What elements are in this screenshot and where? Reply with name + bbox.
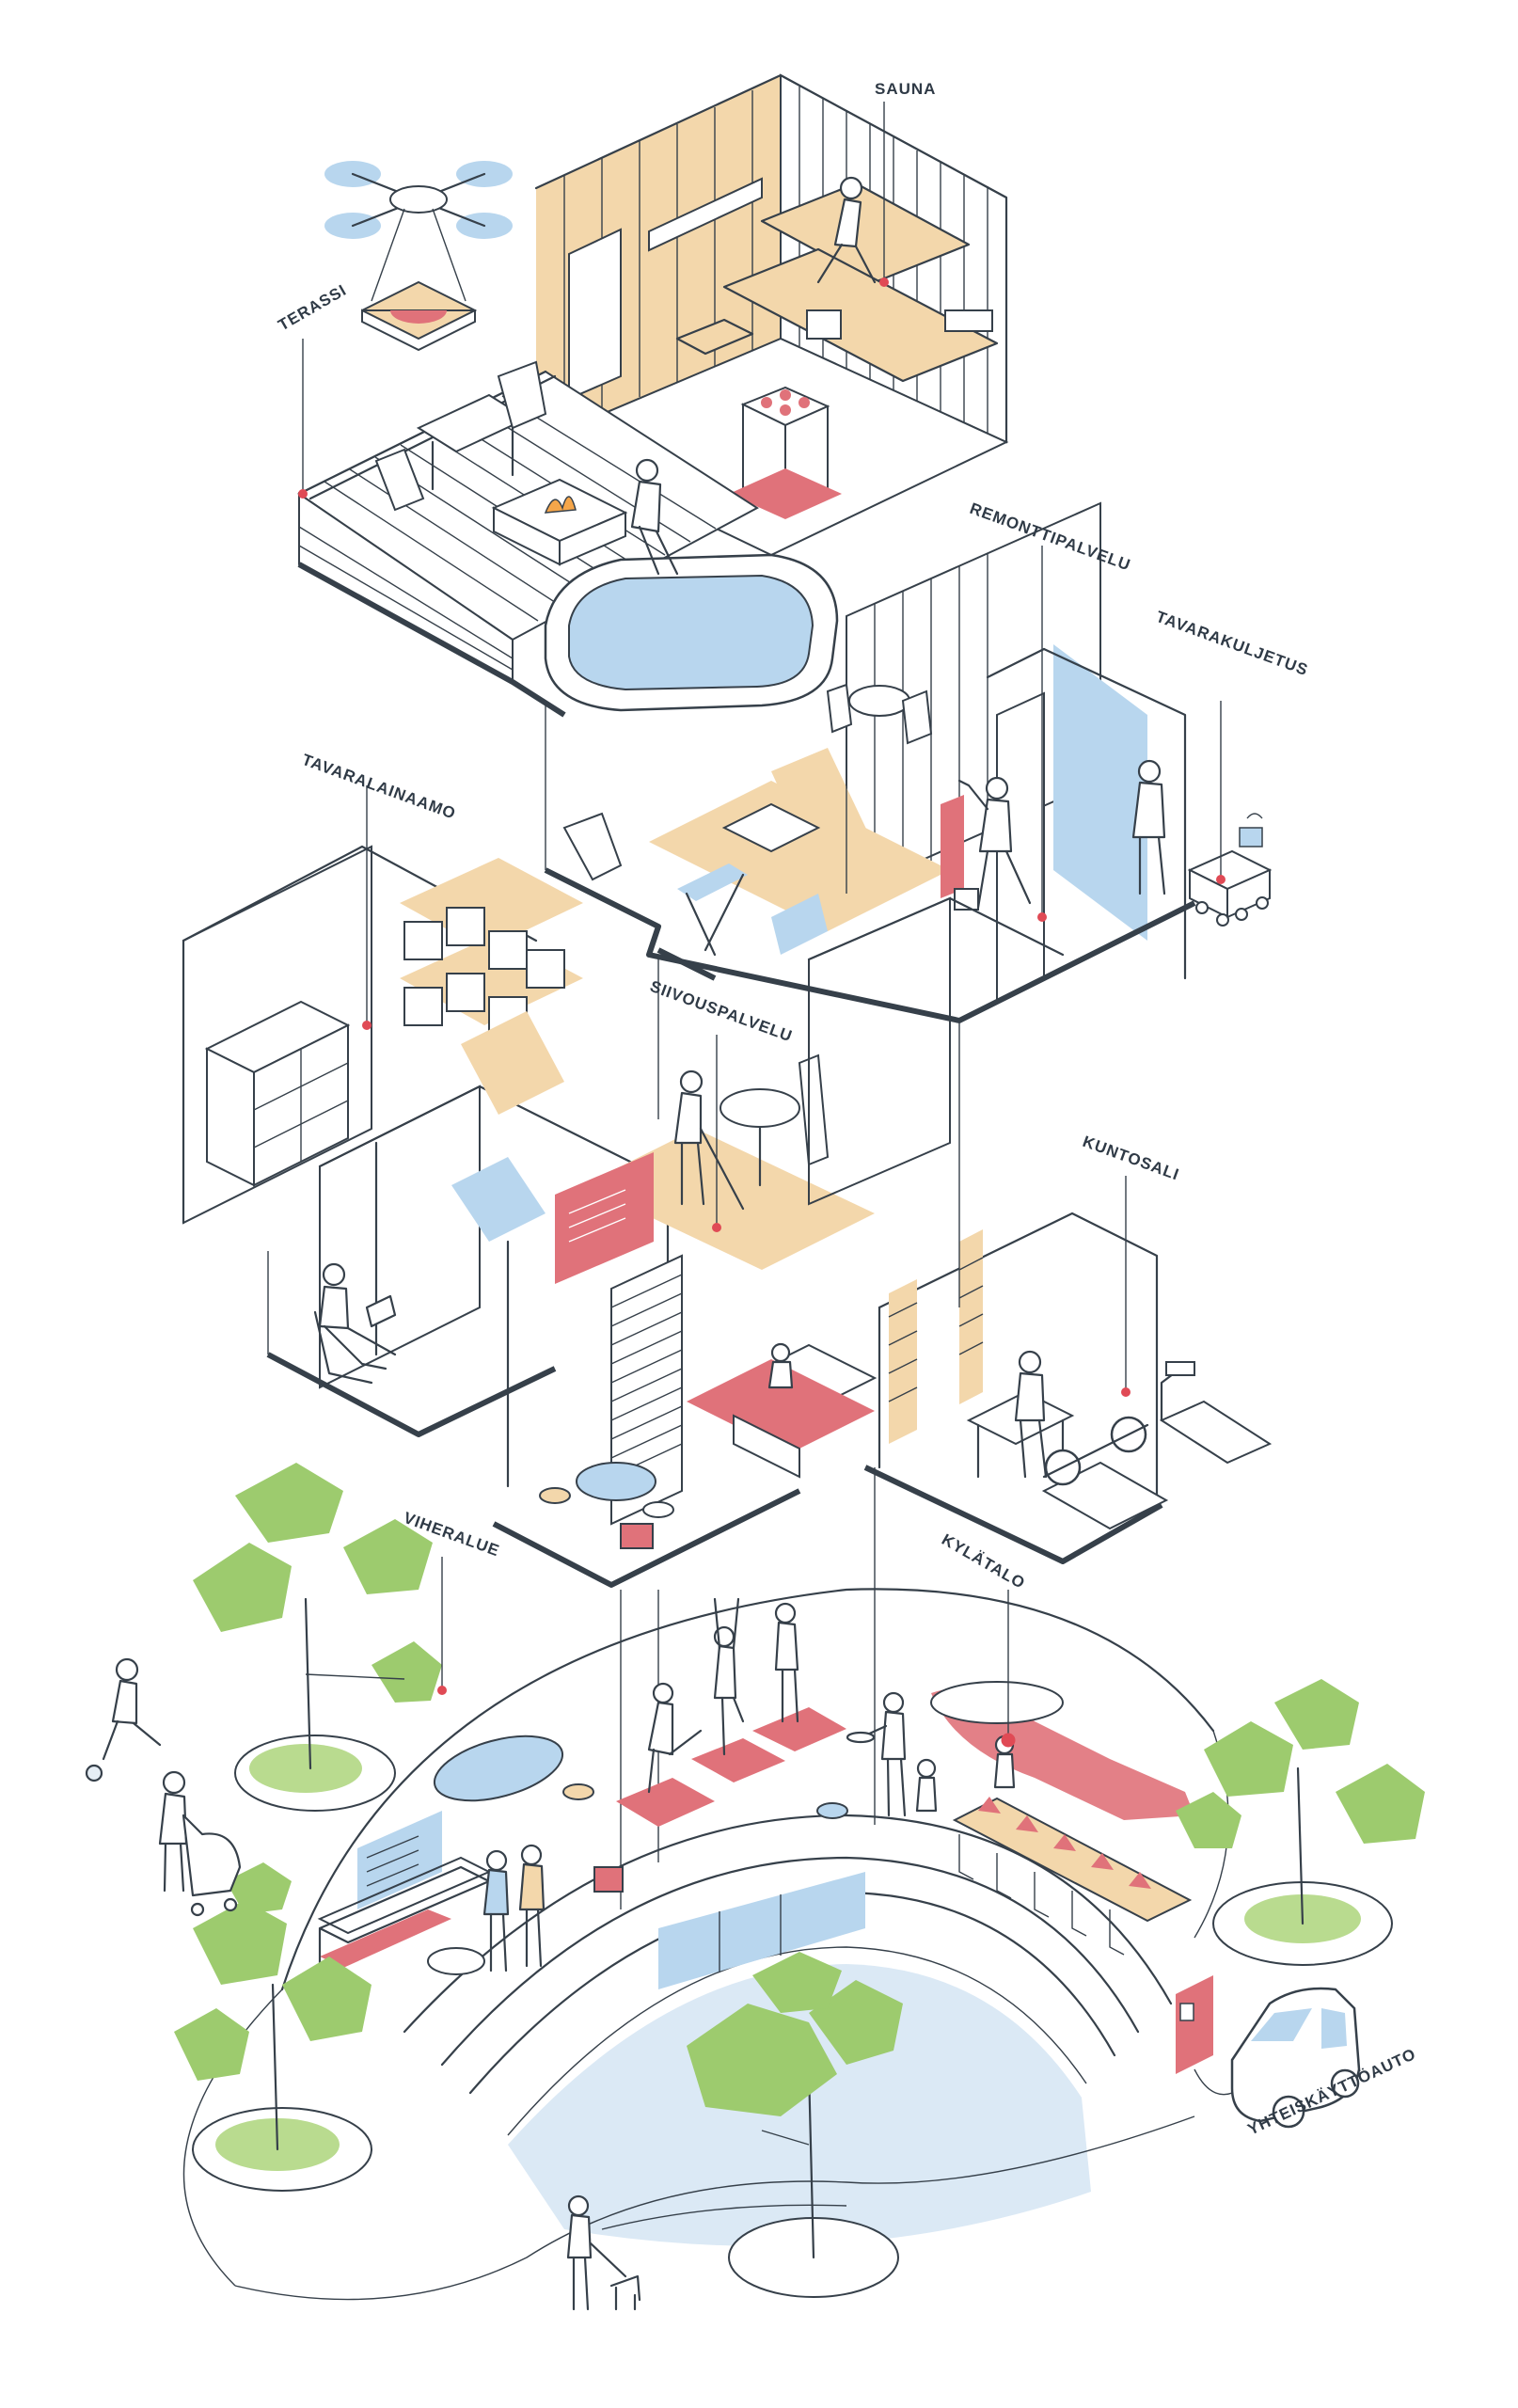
stool <box>816 1802 848 1819</box>
sauna-upper-bench <box>762 183 969 282</box>
kitchen-table <box>848 685 910 717</box>
yoga-mat <box>616 1778 715 1827</box>
label-tavarakuljetus: TAVARAKULJETUS <box>1154 608 1311 679</box>
wall-bars-icon <box>888 1229 984 1444</box>
blue-pool <box>433 1735 564 1802</box>
child-figure <box>767 1342 794 1389</box>
yoga-person-figure <box>713 1597 745 1756</box>
blue-sofa <box>451 1157 546 1242</box>
cafe-stool <box>539 1487 571 1504</box>
round-table <box>427 1947 485 1975</box>
fire-pit-icon <box>491 478 628 566</box>
long-dining-table <box>955 1798 1190 1921</box>
kitchen-wall <box>808 896 951 1206</box>
renovation-wood-floor <box>649 781 950 931</box>
village-hall-dome <box>280 1588 1215 1991</box>
stool-red <box>593 1866 624 1893</box>
tree-icon <box>174 1862 372 2192</box>
cafe-table <box>576 1462 656 1501</box>
hot-tub-icon <box>544 553 839 712</box>
delivery-robot-icon <box>1187 813 1273 927</box>
waiter-figure <box>846 1691 907 1817</box>
tree-icon <box>193 1463 442 1812</box>
weight-bench <box>1041 1416 1169 1530</box>
arch-shadow <box>508 1964 1091 2246</box>
dining-chair <box>798 1054 830 1166</box>
cafe-stool <box>642 1501 674 1518</box>
storage-lockers <box>204 1000 351 1187</box>
drone-icon <box>324 161 513 302</box>
dining-chairs <box>958 1834 1125 1956</box>
diner-figure <box>915 1735 1016 1813</box>
fresh-paint-blue-wall <box>1053 644 1147 941</box>
pizza-box-icon <box>361 280 478 352</box>
kitchen-counter <box>930 1681 1064 1724</box>
bed-red-zone <box>687 1359 875 1453</box>
person-with-laptop-figure <box>318 1262 397 1370</box>
sauna-terrace-level <box>297 73 1009 881</box>
person-with-stroller-figure <box>158 1770 242 1917</box>
dining-table <box>719 1088 800 1128</box>
tree-icon <box>687 1952 903 2298</box>
renovation-level <box>544 501 1273 1023</box>
info-screen <box>357 1811 442 1909</box>
glass-window <box>658 1872 865 1989</box>
stove-safety-zone <box>729 468 842 519</box>
folding-chair <box>677 863 828 957</box>
bed-frame <box>733 1414 800 1479</box>
label-sauna: SAUNA <box>875 80 936 98</box>
tree-icon <box>1176 1679 1425 1966</box>
painter-figure <box>957 776 1032 910</box>
label-kuntosali: KUNTOSALI <box>1081 1133 1182 1184</box>
kitchen-chair <box>826 683 853 734</box>
terrace-lower-chair <box>562 812 623 881</box>
label-siivouspalvelu: SIIVOUSPALVELU <box>648 977 796 1046</box>
sauna-lower-bench <box>724 249 997 381</box>
cleaner-figure <box>673 1069 745 1211</box>
football-player-figure <box>85 1657 162 1782</box>
bedroom-blind-frame <box>610 1254 683 1526</box>
treadmill-icon <box>1159 1361 1273 1465</box>
label-terassi: TERASSI <box>276 281 350 335</box>
sauna-stool <box>677 320 752 354</box>
terrace-chair <box>374 360 547 512</box>
ground-level <box>85 1463 1425 2311</box>
living-room-floor <box>583 1129 875 1270</box>
yoga-person-figure <box>647 1682 703 1794</box>
kitchen-chair <box>901 689 933 745</box>
people-talking-figure <box>482 1844 546 1972</box>
paint-zone <box>941 795 964 898</box>
lounge-chair <box>313 1310 373 1385</box>
sauna-towel <box>944 309 993 332</box>
masseur-figure <box>1014 1350 1048 1479</box>
cafe-stool-red <box>620 1523 654 1549</box>
apartment-level <box>182 845 1273 1588</box>
red-bench-zone <box>320 1909 451 1968</box>
shared-car-icon <box>1230 1987 1361 2129</box>
sauna-door <box>568 228 622 401</box>
label-tavaralainaamo: TAVARALAINAAMO <box>300 751 459 823</box>
sauna-bucket-icon <box>806 309 842 340</box>
stool <box>562 1783 594 1800</box>
yoga-mat <box>691 1738 785 1782</box>
wood-panel <box>461 1011 564 1115</box>
dog-walker-figure <box>566 2194 641 2311</box>
hot-tub-bather-figure <box>630 458 679 576</box>
storage-shelf <box>400 858 583 1036</box>
napkins <box>978 1797 1151 1889</box>
yoga-mat <box>752 1707 846 1751</box>
charging-station-icon <box>1176 1975 1242 2096</box>
sauna-bather-figure <box>816 176 877 284</box>
delivery-person-figure <box>1131 759 1166 895</box>
callout-leaders <box>298 102 1225 1748</box>
renovation-wood-wall <box>771 748 875 875</box>
sofa <box>721 802 821 853</box>
smart-tv-screen <box>555 1152 654 1284</box>
yoga-person-figure <box>774 1602 799 1723</box>
sauna-window <box>648 177 763 252</box>
